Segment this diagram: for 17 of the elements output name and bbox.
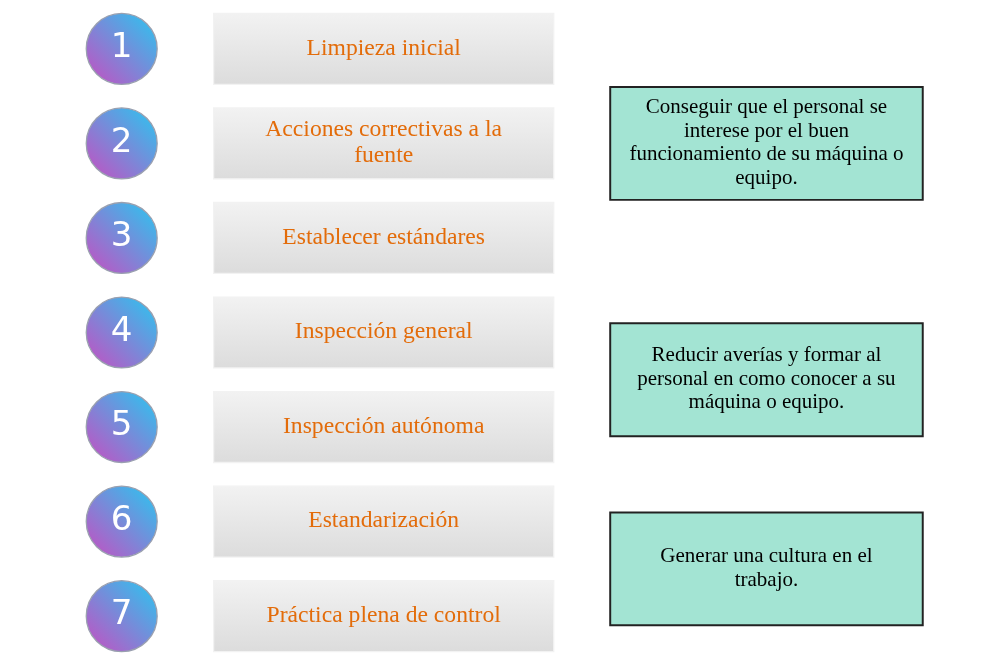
node-circle: 7 — [85, 580, 158, 653]
node-circle: 5 — [85, 390, 158, 464]
node-box: Inspección general — [212, 296, 554, 369]
node-circle: 6 — [85, 485, 158, 558]
node-box: Limpieza inicial — [212, 12, 554, 85]
node-circle: 1 — [85, 12, 158, 85]
node-box: Práctica plena de control — [212, 580, 554, 653]
node-box: Acciones correctivas a la fuente — [212, 107, 554, 180]
node-box: Establecer estándares — [212, 201, 554, 275]
node-circle: 3 — [85, 201, 158, 275]
node-box: Generar una cultura en el trabajo. — [608, 511, 924, 627]
node-circle: 2 — [85, 107, 158, 180]
node-circle: 4 — [85, 296, 158, 369]
node-box: Reducir averías y formar al personal en como conocer a su máquina o equipo. — [608, 322, 924, 438]
node-box: Inspección autónoma — [212, 390, 554, 464]
node-box: Estandarización — [212, 485, 554, 558]
node-box: Conseguir que el personal se interese por el buen funcionamiento de su máquina o equipo. — [608, 85, 924, 201]
